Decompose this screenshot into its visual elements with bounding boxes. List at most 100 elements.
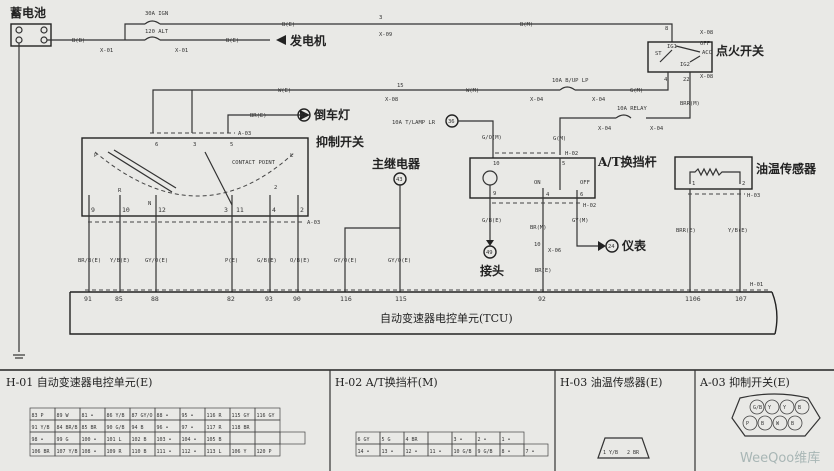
switch-contacts: [659, 45, 701, 63]
pin-cell: 95 •: [182, 413, 194, 419]
shift-lever-box: [469, 157, 596, 199]
wire-label: BR/B(E): [78, 258, 101, 264]
wire-label: G/O(M): [482, 135, 502, 141]
h03-title: H-03 油温传感器(E): [560, 375, 662, 389]
wire-label: BR(E): [535, 268, 552, 274]
pin-cell: 115 GY: [232, 413, 250, 419]
pin-cell: 86 Y/B: [107, 413, 125, 419]
pin-cavity: [742, 415, 758, 431]
pin-cell: 96 •: [157, 425, 169, 431]
pin-label: 1: [692, 181, 695, 187]
pin-cell: W: [776, 421, 780, 427]
tcu-pin: 85: [115, 295, 123, 303]
wire-label: G(M): [630, 88, 643, 94]
fuse-icon: [144, 20, 161, 41]
wire-label: G/B(E): [257, 258, 277, 264]
pin-label: 6: [580, 192, 583, 198]
connector-label: X-04: [530, 97, 544, 103]
pin-cell: 2 •: [478, 437, 487, 443]
wire-label: Y/B(E): [110, 258, 130, 264]
pin-cell: 105 B: [207, 437, 222, 443]
pin-cell: 84 BR/B: [57, 425, 78, 431]
meter-label: 仪表: [621, 238, 647, 253]
pin-cell: 101 L: [107, 437, 122, 443]
arrow-icon: [486, 240, 494, 246]
pin-label: 3: [193, 142, 196, 148]
ref-circle: [483, 245, 497, 259]
fuse-10a-tlamp: 10A T/LAMP LR: [392, 120, 436, 126]
pin-cell: 83 P: [32, 413, 44, 419]
main-relay-label: 主继电器: [372, 156, 421, 171]
pin-cell: 3 •: [454, 437, 463, 443]
contact-point-label: CONTACT POINT: [232, 160, 276, 166]
oil-temp-sensor-box: [674, 156, 753, 190]
pin-cell: 8 •: [502, 449, 511, 455]
pin-cell: 99 G: [57, 437, 69, 443]
pin-label: 22: [683, 77, 690, 83]
wire-label: B(E): [226, 38, 239, 44]
wire-label: BRR(E): [676, 228, 696, 234]
a03-title: A-03 抑制开关(E): [699, 375, 790, 389]
state-label: ON: [534, 180, 541, 186]
pin-label: 10: [534, 242, 541, 248]
h03-connector-view: 1 Y/B 2 BR: [597, 437, 650, 459]
pin-cell: 5 G: [382, 437, 391, 443]
pin-cell: 120 P: [257, 449, 272, 455]
pin-cell: 87 GY/O: [132, 413, 153, 419]
pin-cell: 110 B: [132, 449, 147, 455]
pin-cell: B: [798, 405, 801, 411]
pin-cell: 116 GY: [257, 413, 275, 419]
pin-cell: 90 G/B: [107, 425, 125, 431]
battery-label: 蓄电池: [10, 5, 46, 20]
connector-label: A-03: [307, 220, 320, 226]
h01-title: H-01 自动变速器电控单元(E): [6, 375, 152, 389]
pin-cell: 116 R: [207, 413, 223, 419]
tcu-pin: 107: [735, 295, 747, 303]
pin-label: 3: [224, 206, 228, 214]
pin-label: 8: [665, 26, 668, 32]
pin-cell: 7 •: [526, 449, 535, 455]
connector-label: H-02: [583, 203, 596, 209]
connector-label: X-04: [592, 97, 606, 103]
pin-label: IG2: [680, 62, 690, 68]
ref-number: 49: [486, 250, 493, 256]
pin-cell: 108 •: [82, 449, 97, 455]
pin-cell: Y: [783, 405, 786, 411]
tcu-pin: 92: [538, 295, 546, 303]
tcu-pin: 93: [265, 295, 273, 303]
pin-label: 4: [272, 206, 276, 214]
inhibitor-switch-label: 抑制开关: [316, 134, 364, 149]
pin-label: 10: [122, 206, 130, 214]
pin-cell-box: [279, 431, 306, 445]
wire-label: B(M): [520, 22, 533, 28]
pin-cell: P: [746, 421, 749, 427]
pin-cell: 112 •: [182, 449, 197, 455]
tcu-label: 自动变速器电控单元(TCU): [380, 311, 513, 325]
ref-number: 43: [396, 177, 403, 183]
battery-symbol: [10, 23, 52, 47]
connector-label: X-08: [385, 97, 398, 103]
connector-label: A-03: [238, 131, 251, 137]
pin-cell: B: [791, 421, 794, 427]
connector-label: X-04: [598, 126, 612, 132]
connector-label: X-01: [100, 48, 113, 54]
wire: [227, 114, 300, 133]
wire: [458, 120, 494, 158]
lever-wires: [489, 158, 600, 292]
connector-label: X-01: [175, 48, 188, 54]
pin-label: 5: [230, 142, 233, 148]
pin-cell-box: [229, 431, 256, 445]
pin-cell: 94 B: [132, 425, 144, 431]
connector-label: X-06: [548, 248, 561, 254]
pin-cell: 88 •: [157, 413, 169, 419]
pin-cell-box: [523, 443, 549, 457]
fuse-10a-relay: 10A RELAY: [617, 106, 647, 112]
wire-label: GY/O(E): [388, 258, 411, 264]
pin-label: IG1: [667, 44, 677, 50]
wire-label: P(E): [225, 258, 238, 264]
pin-cell: 102 B: [132, 437, 147, 443]
